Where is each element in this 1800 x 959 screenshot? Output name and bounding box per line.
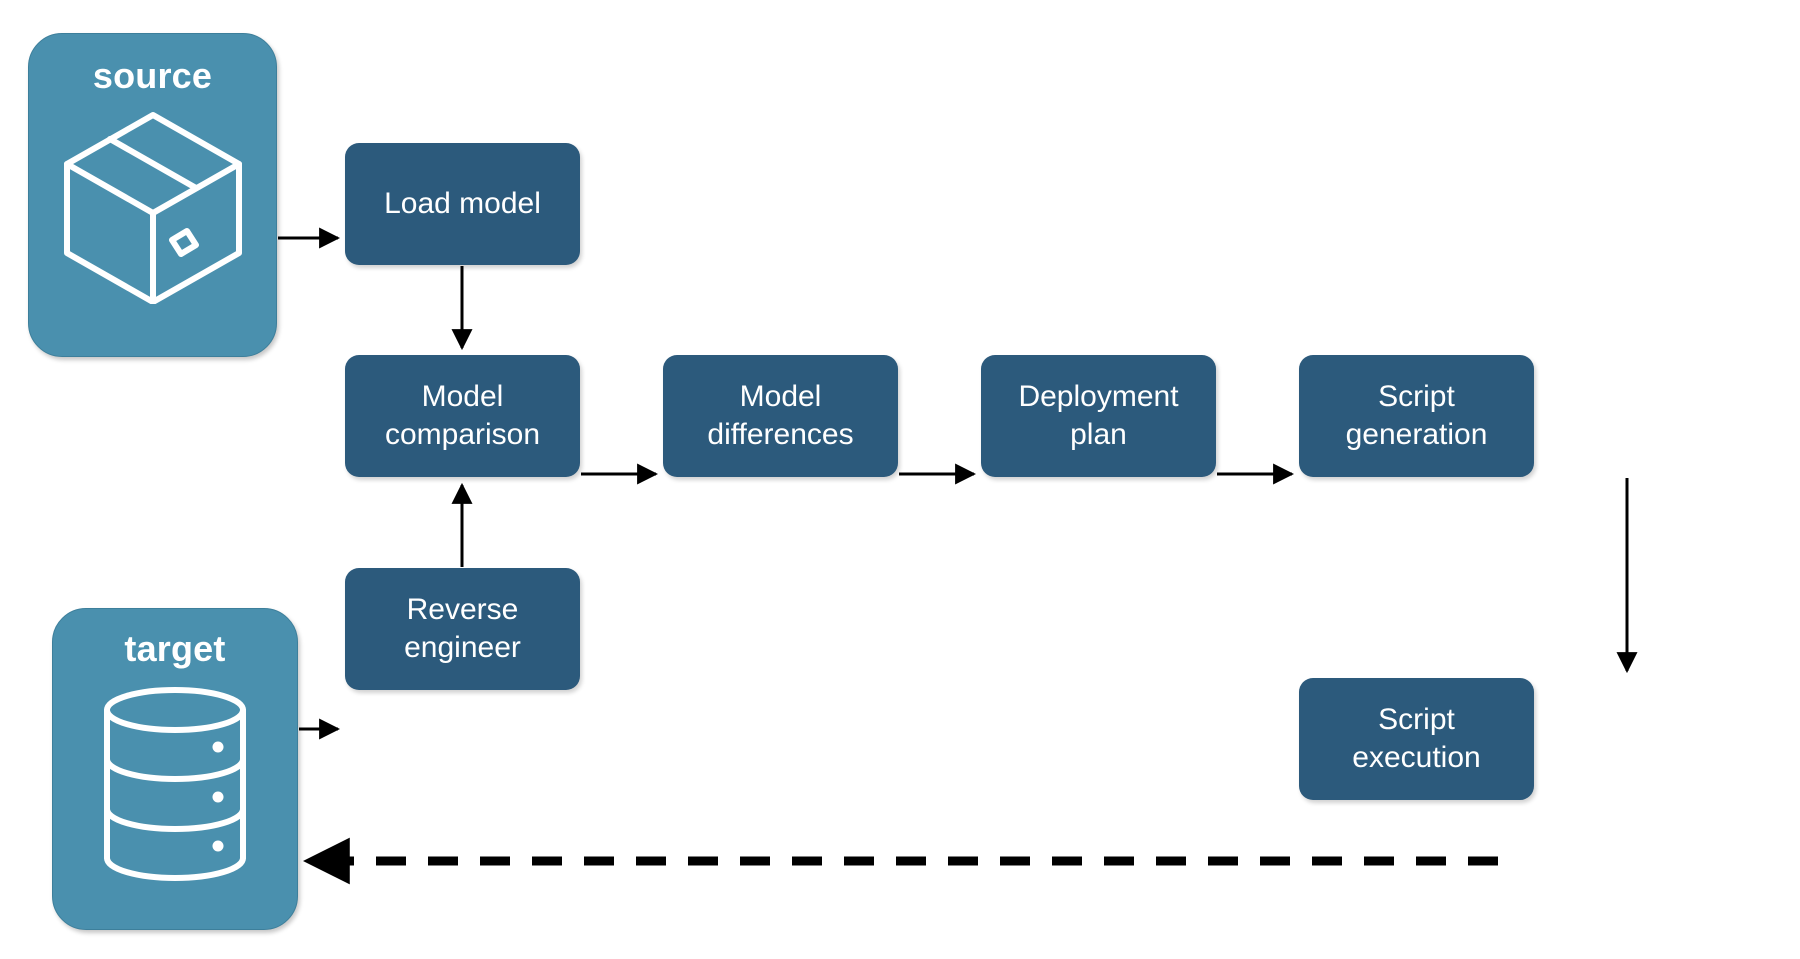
process-script-generation[interactable]: Script generation (1299, 355, 1534, 477)
endpoint-target-label: target (124, 628, 226, 669)
process-script-execution-label: Script execution (1352, 702, 1481, 774)
package-box-icon (60, 108, 246, 309)
process-reverse-engineer[interactable]: Reverse engineer (345, 568, 580, 690)
process-load-model[interactable]: Load model (345, 143, 580, 265)
database-cylinder-icon (102, 685, 248, 888)
process-deployment-plan-label: Deployment plan (1018, 379, 1179, 451)
endpoint-source-label: source (92, 55, 213, 96)
process-load-model-label: Load model (384, 186, 541, 220)
process-script-execution[interactable]: Script execution (1299, 678, 1534, 800)
process-model-comparison[interactable]: Model comparison (345, 355, 580, 477)
process-model-differences-label: Model differences (707, 379, 854, 451)
process-model-differences[interactable]: Model differences (663, 355, 898, 477)
process-script-generation-label: Script generation (1345, 379, 1488, 451)
process-model-comparison-label: Model comparison (384, 379, 541, 451)
endpoint-source[interactable]: source (28, 33, 277, 357)
endpoint-target[interactable]: target (52, 608, 298, 930)
process-deployment-plan[interactable]: Deployment plan (981, 355, 1216, 477)
process-reverse-engineer-label: Reverse engineer (404, 592, 521, 664)
